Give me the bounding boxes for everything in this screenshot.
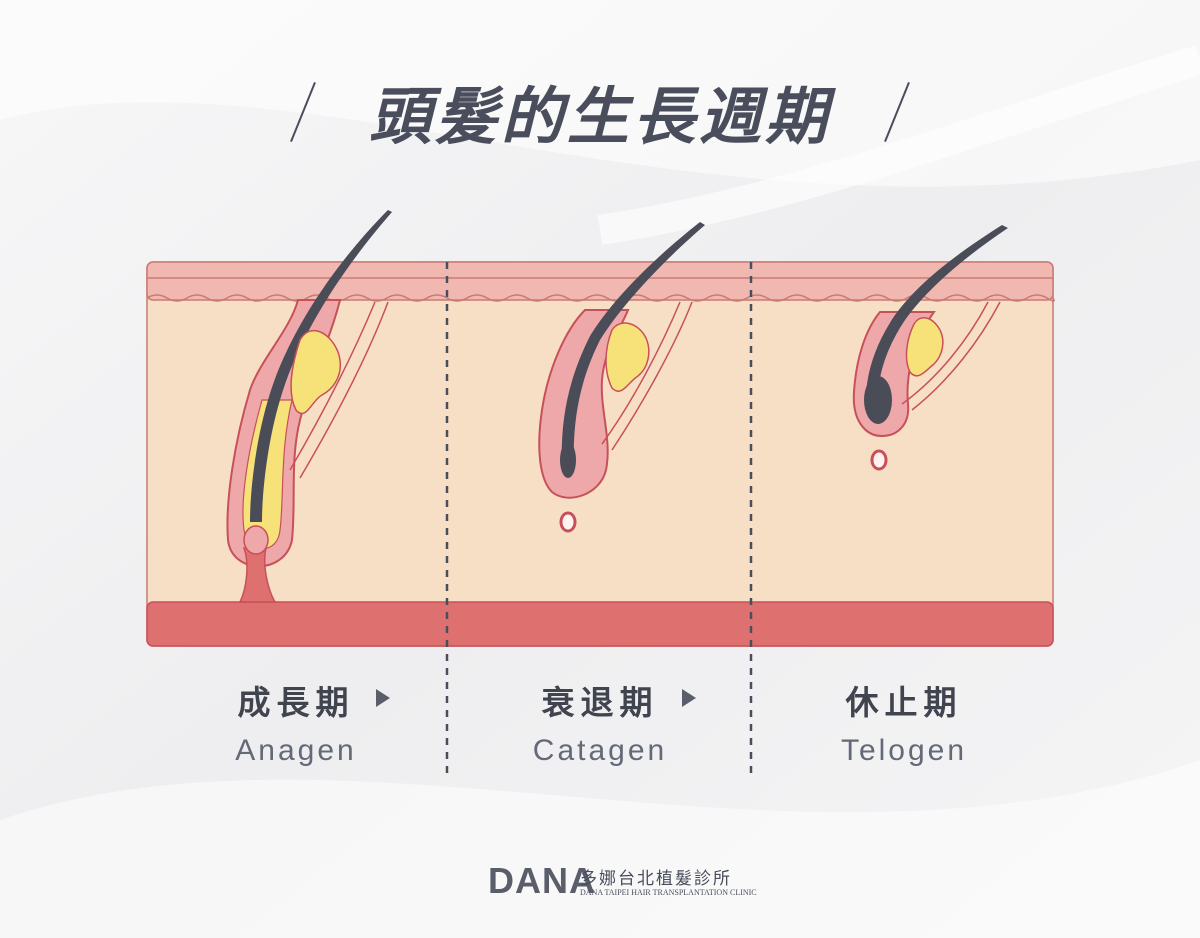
title-area: 頭髮的生長週期 — [0, 62, 1200, 153]
stage-telogen-cn: 休止期 — [845, 683, 963, 722]
stage-anagen-cn: 成長期 — [237, 683, 355, 722]
brand-logo: DANA — [488, 860, 596, 901]
arrow-right-icon — [376, 689, 390, 707]
stage-catagen-en: Catagen — [532, 734, 668, 767]
anagen-follicle — [226, 210, 392, 603]
stage-telogen-en: Telogen — [840, 734, 968, 767]
stage-catagen: 衰退期 Catagen — [450, 676, 750, 768]
arrow-right-icon — [682, 689, 696, 707]
dermal-base-layer — [146, 601, 1054, 647]
stage-catagen-cn: 衰退期 — [541, 683, 659, 722]
catagen-papilla — [559, 511, 577, 533]
stage-anagen: 成長期 Anagen — [146, 676, 446, 768]
brand-name-en: DANA TAIPEI HAIR TRANSPLANTATION CLINIC — [580, 888, 757, 897]
telogen-papilla — [870, 449, 888, 471]
telogen-follicle — [852, 225, 1008, 471]
brand-name-cn: 多娜台北植髮診所 — [580, 869, 732, 889]
page-title: 頭髮的生長週期 — [368, 80, 831, 153]
stage-anagen-en: Anagen — [235, 734, 357, 767]
brand-footer: DANA 多娜台北植髮診所 DANA TAIPEI HAIR TRANSPLAN… — [488, 852, 757, 912]
stage-telogen: 休止期 Telogen — [754, 676, 1054, 768]
catagen-follicle — [538, 222, 705, 533]
epidermis-layer — [146, 261, 1054, 301]
